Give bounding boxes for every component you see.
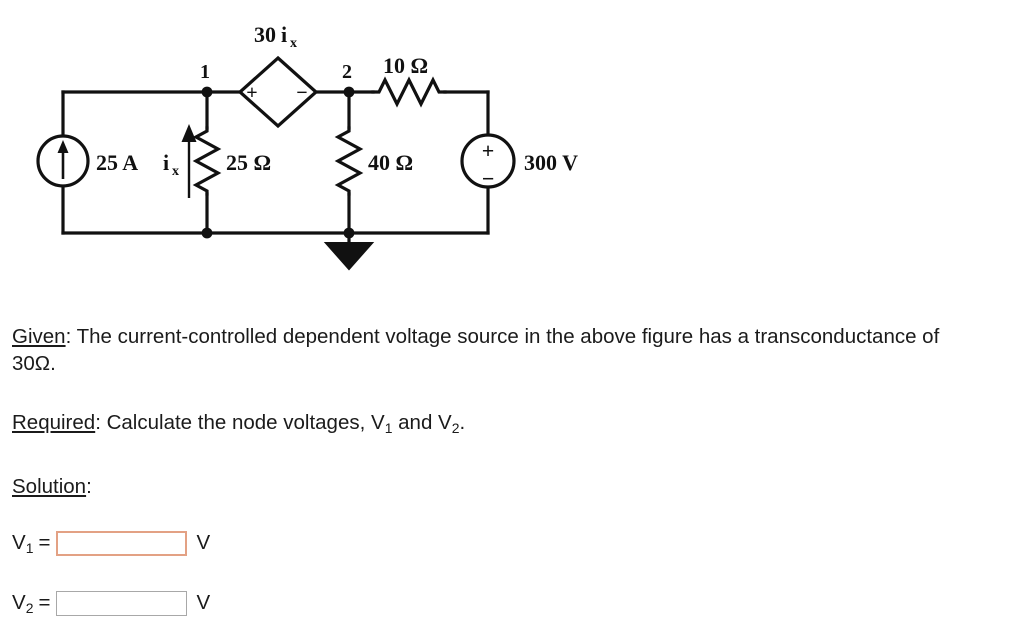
resistor-25-label: 25 Ω	[226, 150, 271, 175]
given-label: Given	[12, 325, 66, 348]
answer-v2-var-sub: 2	[25, 600, 34, 617]
v1-answer-input[interactable]	[56, 530, 188, 556]
resistor-10-zigzag	[371, 76, 447, 108]
circuit-diagram: 30 i x 1 2 + − 25 A i x 25 Ω 40 Ω 10 Ω 3…	[0, 0, 640, 290]
answer-v1-equals: =	[38, 531, 51, 554]
junction-dot-bottom-left	[201, 227, 213, 239]
required-label: Required	[12, 411, 96, 434]
circuit-svg: 30 i x 1 2 + − 25 A i x 25 Ω 40 Ω 10 Ω 3…	[36, 22, 578, 271]
required-text-middle: and V	[392, 411, 452, 434]
given-text: The current-controlled dependent voltage…	[12, 325, 940, 375]
answer-v1-variable: V1	[12, 531, 34, 557]
answer-v1-unit: V	[196, 531, 211, 554]
v2-answer-input[interactable]	[56, 590, 188, 616]
resistor-10-label: 10 Ω	[383, 53, 428, 78]
resistor-25-zigzag	[192, 126, 222, 196]
solution-heading: Solution:	[12, 473, 412, 500]
solution-colon: :	[86, 475, 92, 498]
given-paragraph: Given: The current-controlled dependent …	[12, 323, 987, 377]
voltage-source-minus: −	[482, 166, 495, 191]
given-colon: :	[65, 325, 72, 348]
required-sub-1: 1	[384, 420, 393, 437]
required-sub-2: 2	[451, 420, 460, 437]
answer-v2-var-letter: V	[12, 591, 26, 614]
voltage-source-label: 300 V	[524, 150, 578, 175]
node-1-label: 1	[200, 61, 210, 83]
junction-dot-ground	[343, 227, 355, 239]
resistor-40-label: 40 Ω	[368, 150, 413, 175]
ix-label-var: i	[163, 150, 169, 175]
required-text-before: Calculate the node voltages, V	[100, 411, 385, 434]
voltage-source-plus: +	[482, 138, 495, 163]
dependent-source-label-coef: 30	[254, 22, 276, 47]
answer-v2-variable: V2	[12, 591, 34, 617]
node-2-label: 2	[342, 61, 352, 83]
answer-v1-var-sub: 1	[25, 540, 34, 557]
current-source-label: 25 A	[96, 150, 138, 175]
answer-v2-unit: V	[196, 591, 211, 614]
answer-row-v2: V2 = V	[12, 588, 210, 618]
ground-symbol	[323, 242, 375, 271]
junction-dot-node1	[201, 86, 213, 98]
ix-label-sub: x	[172, 164, 179, 179]
solution-label: Solution	[12, 475, 87, 498]
dependent-source-plus: +	[246, 82, 257, 104]
required-paragraph: Required: Calculate the node voltages, V…	[12, 409, 812, 438]
ix-current-arrow	[181, 124, 197, 198]
dependent-source-minus: −	[296, 82, 307, 104]
dependent-voltage-source-diamond	[237, 55, 319, 129]
voltage-source-circle	[460, 133, 516, 189]
dependent-source-label-var: i	[281, 22, 287, 47]
required-colon: :	[95, 411, 101, 434]
current-source-arrow	[57, 140, 69, 179]
answer-v1-var-letter: V	[12, 531, 26, 554]
junction-dot-node2	[343, 86, 355, 98]
resistor-40-zigzag	[334, 126, 364, 196]
answer-row-v1: V1 = V	[12, 528, 210, 558]
dependent-source-label-sub: x	[290, 36, 297, 51]
required-text-after: .	[459, 411, 466, 434]
answer-v2-equals: =	[38, 591, 51, 614]
